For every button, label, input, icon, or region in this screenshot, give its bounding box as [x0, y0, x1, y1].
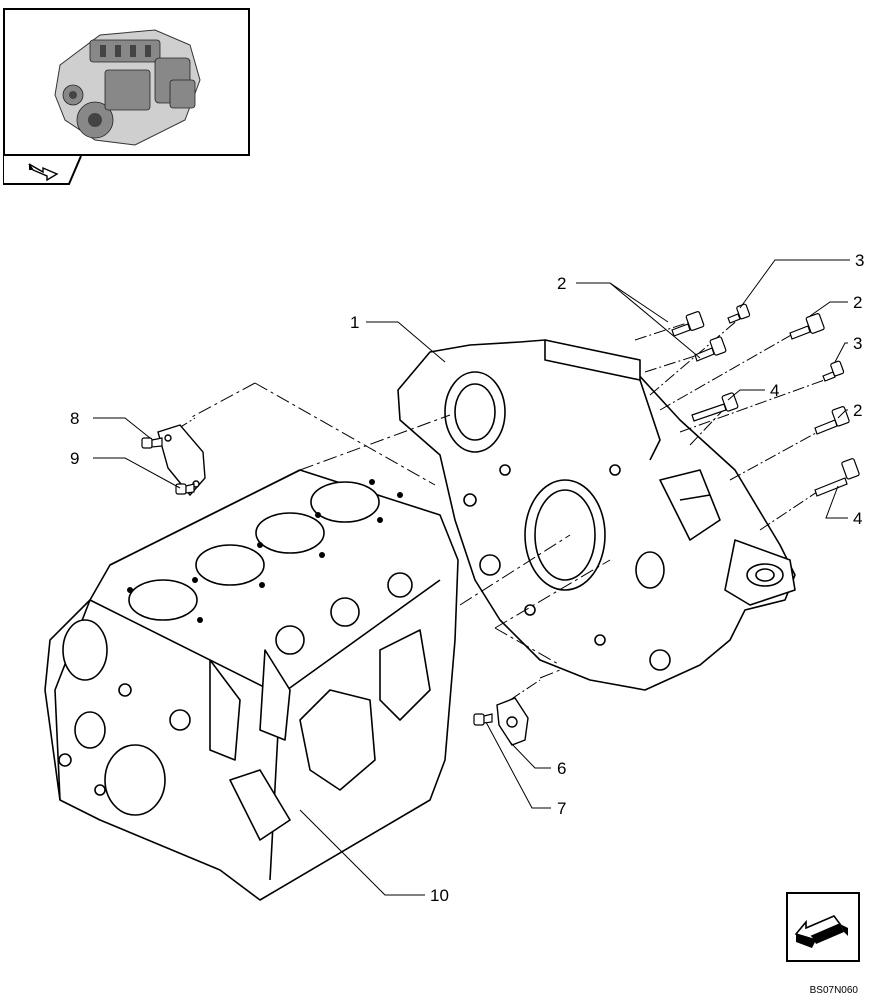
- callout-2-right-upper: 2: [853, 293, 862, 312]
- callout-1: 1: [350, 313, 359, 332]
- return-to-overview-tab[interactable]: [2, 155, 83, 186]
- callout-4-middle: 4: [770, 381, 779, 400]
- oil-plate: [496, 697, 529, 746]
- long-bolt-4a: [691, 392, 739, 422]
- leader-lines: [93, 259, 850, 896]
- cover-plate: [157, 424, 206, 497]
- callout-2-right-lower: 2: [853, 401, 862, 420]
- figure-reference-code: BS07N060: [809, 985, 858, 996]
- hex-bolt-2a: [671, 311, 705, 337]
- flywheel-housing: [397, 339, 796, 691]
- oil-plate-bolt: [473, 713, 493, 726]
- next-page-arrow-icon: [786, 892, 860, 962]
- engine-block: [44, 469, 459, 901]
- callout-4-bottom: 4: [853, 509, 862, 528]
- callout-6: 6: [557, 759, 566, 778]
- short-bolt-3a: [727, 303, 751, 324]
- assembly-guide-lines: [189, 382, 611, 679]
- hex-bolt-2c: [789, 313, 825, 340]
- next-page-button[interactable]: [786, 892, 860, 962]
- callout-7: 7: [557, 799, 566, 818]
- short-bolt-3b: [822, 360, 845, 382]
- engine-thumbnail-panel: [3, 8, 250, 156]
- callout-3-top: 3: [855, 251, 864, 270]
- bolt-set: [671, 303, 860, 497]
- engine-thumbnail-icon: [54, 29, 201, 146]
- hex-bolt-2d: [814, 406, 850, 435]
- long-bolt-4b: [814, 458, 860, 497]
- callout-10: 10: [430, 886, 449, 905]
- return-arrow-icon: [28, 163, 59, 182]
- cover-bolts: [141, 437, 195, 495]
- callout-3-right: 3: [853, 334, 862, 353]
- callout-2-top: 2: [557, 274, 566, 293]
- callout-labels: 1 2 2 2 3 3 4 4 6 7 8 9 10: [70, 251, 864, 905]
- callout-8: 8: [70, 409, 79, 428]
- callout-9: 9: [70, 449, 79, 468]
